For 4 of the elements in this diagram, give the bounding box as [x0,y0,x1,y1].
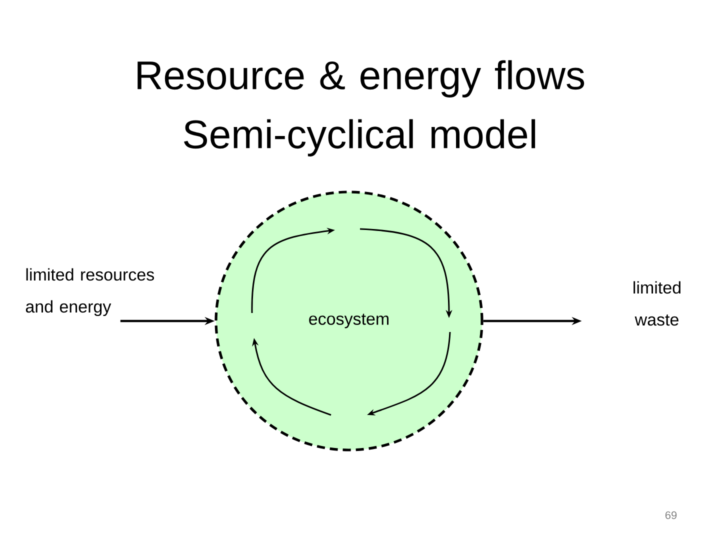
title: Resource & energy flows Semi-cyclical model [138,60,584,156]
input-label: limited resources and energy [26,268,154,316]
output-label: limited waste [634,281,680,326]
page-number: 69 [665,511,677,520]
